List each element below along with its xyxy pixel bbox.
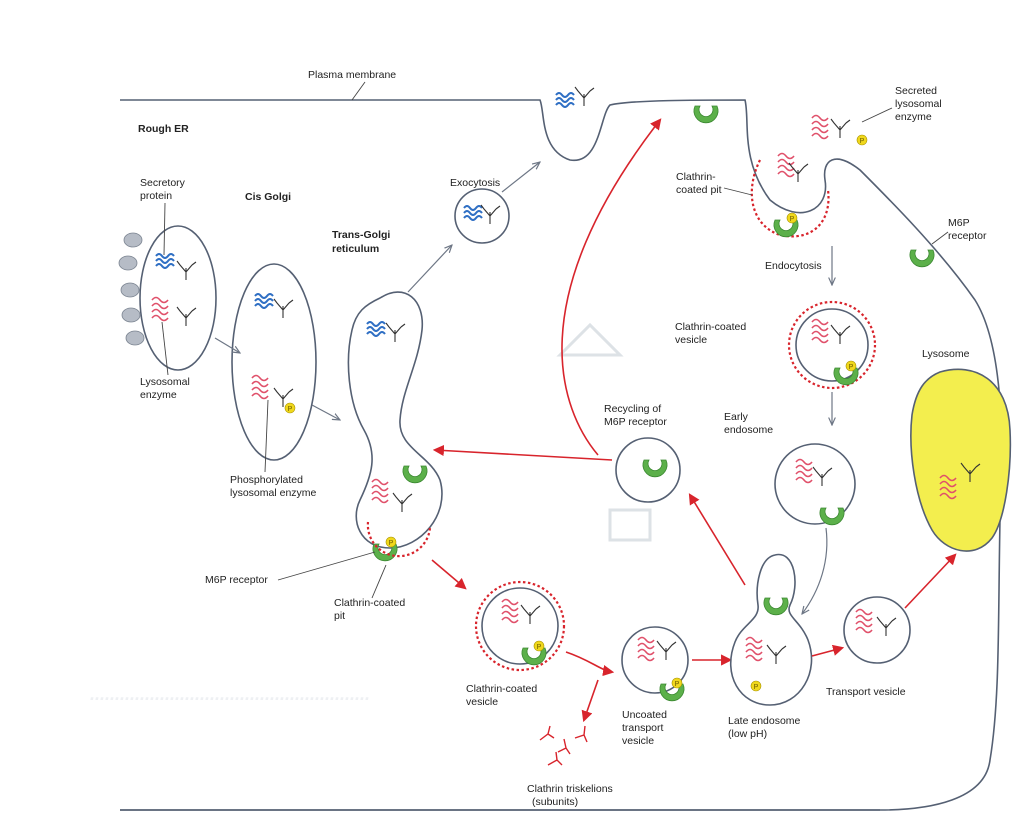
- recycling-vesicle: [616, 438, 680, 502]
- m6p-receptor-right-leader: [932, 232, 948, 244]
- m6p-receptor-right: [910, 250, 934, 267]
- lysosome-label: Lysosome: [922, 348, 970, 360]
- secreted-enzyme-leader: [862, 108, 892, 122]
- clathrin-coated-vesicle-right: [789, 302, 875, 388]
- exocytosis-to-membrane-arrow: [502, 162, 540, 192]
- transport-vesicle-label: Transport vesicle: [826, 686, 906, 698]
- clathrin-pit-left-label-2: pit: [334, 610, 345, 622]
- late-to-recycle-arrow: [690, 495, 745, 585]
- cis-golgi-compartment: [232, 264, 316, 460]
- m6p-receptor-left-label: M6P receptor: [205, 574, 268, 586]
- clathrin-pit-right-label: Clathrin-: [676, 171, 716, 183]
- endocytosis-label: Endocytosis: [765, 260, 822, 272]
- clathrin-vesicle-left-label-2: vesicle: [466, 696, 498, 708]
- clathrin-triskelions: [540, 726, 587, 765]
- uncoated-vesicle-label-3: vesicle: [622, 735, 654, 747]
- early-endosome: [775, 444, 855, 525]
- lysosomal-enzyme-label: Lysosomal: [140, 376, 190, 388]
- clathrin-coated-pit-right: [752, 154, 829, 237]
- recycling-label: Recycling of: [604, 403, 661, 415]
- trans-golgi-reticulum: [348, 292, 442, 561]
- uncoated-vesicle-label-2: transport: [622, 722, 664, 734]
- m6p-receptor-left-leader: [278, 552, 375, 580]
- recycle-to-golgi-arrow: [435, 450, 612, 460]
- cis-golgi-label: Cis Golgi: [245, 191, 291, 203]
- svg-text:..............................: ........................................…: [90, 684, 370, 704]
- trans-golgi-label: Trans-Golgi: [332, 229, 390, 241]
- transport-to-lysosome-arrow: [905, 555, 955, 608]
- clathrin-pit-left-label: Clathrin-coated: [334, 597, 405, 609]
- late-endosome-label: Late endosome: [728, 715, 801, 727]
- pit-to-vesicle-arrow: [432, 560, 465, 588]
- clathrin-triskelions-label-2: (subunits): [532, 796, 578, 808]
- rough-er-vesicle: [119, 226, 216, 370]
- triskelion-release-arrow: [584, 680, 598, 720]
- trans-golgi-label-2: reticulum: [332, 243, 379, 255]
- lysosome: [911, 369, 1010, 551]
- uncoating-arrow: [566, 652, 612, 672]
- recycling-label-2: M6P receptor: [604, 416, 667, 428]
- exocytosis-label: Exocytosis: [450, 177, 500, 189]
- m6p-receptor-right-label: M6P: [948, 217, 970, 229]
- clathrin-vesicle-right-label-2: vesicle: [675, 334, 707, 346]
- uncoated-vesicle-label: Uncoated: [622, 709, 667, 721]
- clathrin-pit-right-leader: [724, 188, 752, 195]
- clathrin-pit-right-label-2: coated pit: [676, 184, 722, 196]
- early-endosome-label-2: endosome: [724, 424, 773, 436]
- clathrin-coated-vesicle-left: [476, 582, 564, 670]
- transport-vesicle: [844, 597, 910, 663]
- late-to-transport-arrow: [812, 648, 842, 656]
- late-endosome-label-2: (low pH): [728, 728, 767, 740]
- secretory-protein-label: Secretory: [140, 177, 186, 189]
- plasma-membrane-label: Plasma membrane: [308, 69, 396, 81]
- secreted-enzyme: [812, 116, 867, 146]
- lysosomal-enzyme-label-2: enzyme: [140, 389, 177, 401]
- m6p-receptor-right-label-2: receptor: [948, 230, 987, 242]
- clathrin-triskelions-label: Clathrin triskelions: [527, 783, 613, 795]
- secreted-enzyme-label: Secreted: [895, 85, 937, 97]
- phosphorylated-enzyme-label: Phosphorylated: [230, 474, 303, 486]
- secreted-enzyme-label-2: lysosomal: [895, 98, 942, 110]
- clathrin-vesicle-right-label: Clathrin-coated: [675, 321, 746, 333]
- plasma-membrane-leader: [352, 82, 365, 100]
- early-to-late-arrow: [802, 528, 827, 614]
- late-endosome: [731, 555, 812, 705]
- uncoated-transport-vesicle: [622, 627, 688, 701]
- trans-to-exocytosis-arrow: [408, 245, 452, 292]
- early-endosome-label: Early: [724, 411, 749, 423]
- surface-m6p-receptor: [694, 106, 718, 123]
- cis-to-trans-arrow: [312, 405, 340, 420]
- clathrin-pit-left-leader: [372, 565, 386, 598]
- phosphorylated-enzyme-label-2: lysosomal enzyme: [230, 487, 317, 499]
- secreted-enzyme-label-3: enzyme: [895, 111, 932, 123]
- exocytosis-vesicle: [455, 189, 509, 243]
- clathrin-vesicle-left-label: Clathrin-coated: [466, 683, 537, 695]
- rough-er-label: Rough ER: [138, 123, 189, 135]
- secretory-protein-label-2: protein: [140, 190, 172, 202]
